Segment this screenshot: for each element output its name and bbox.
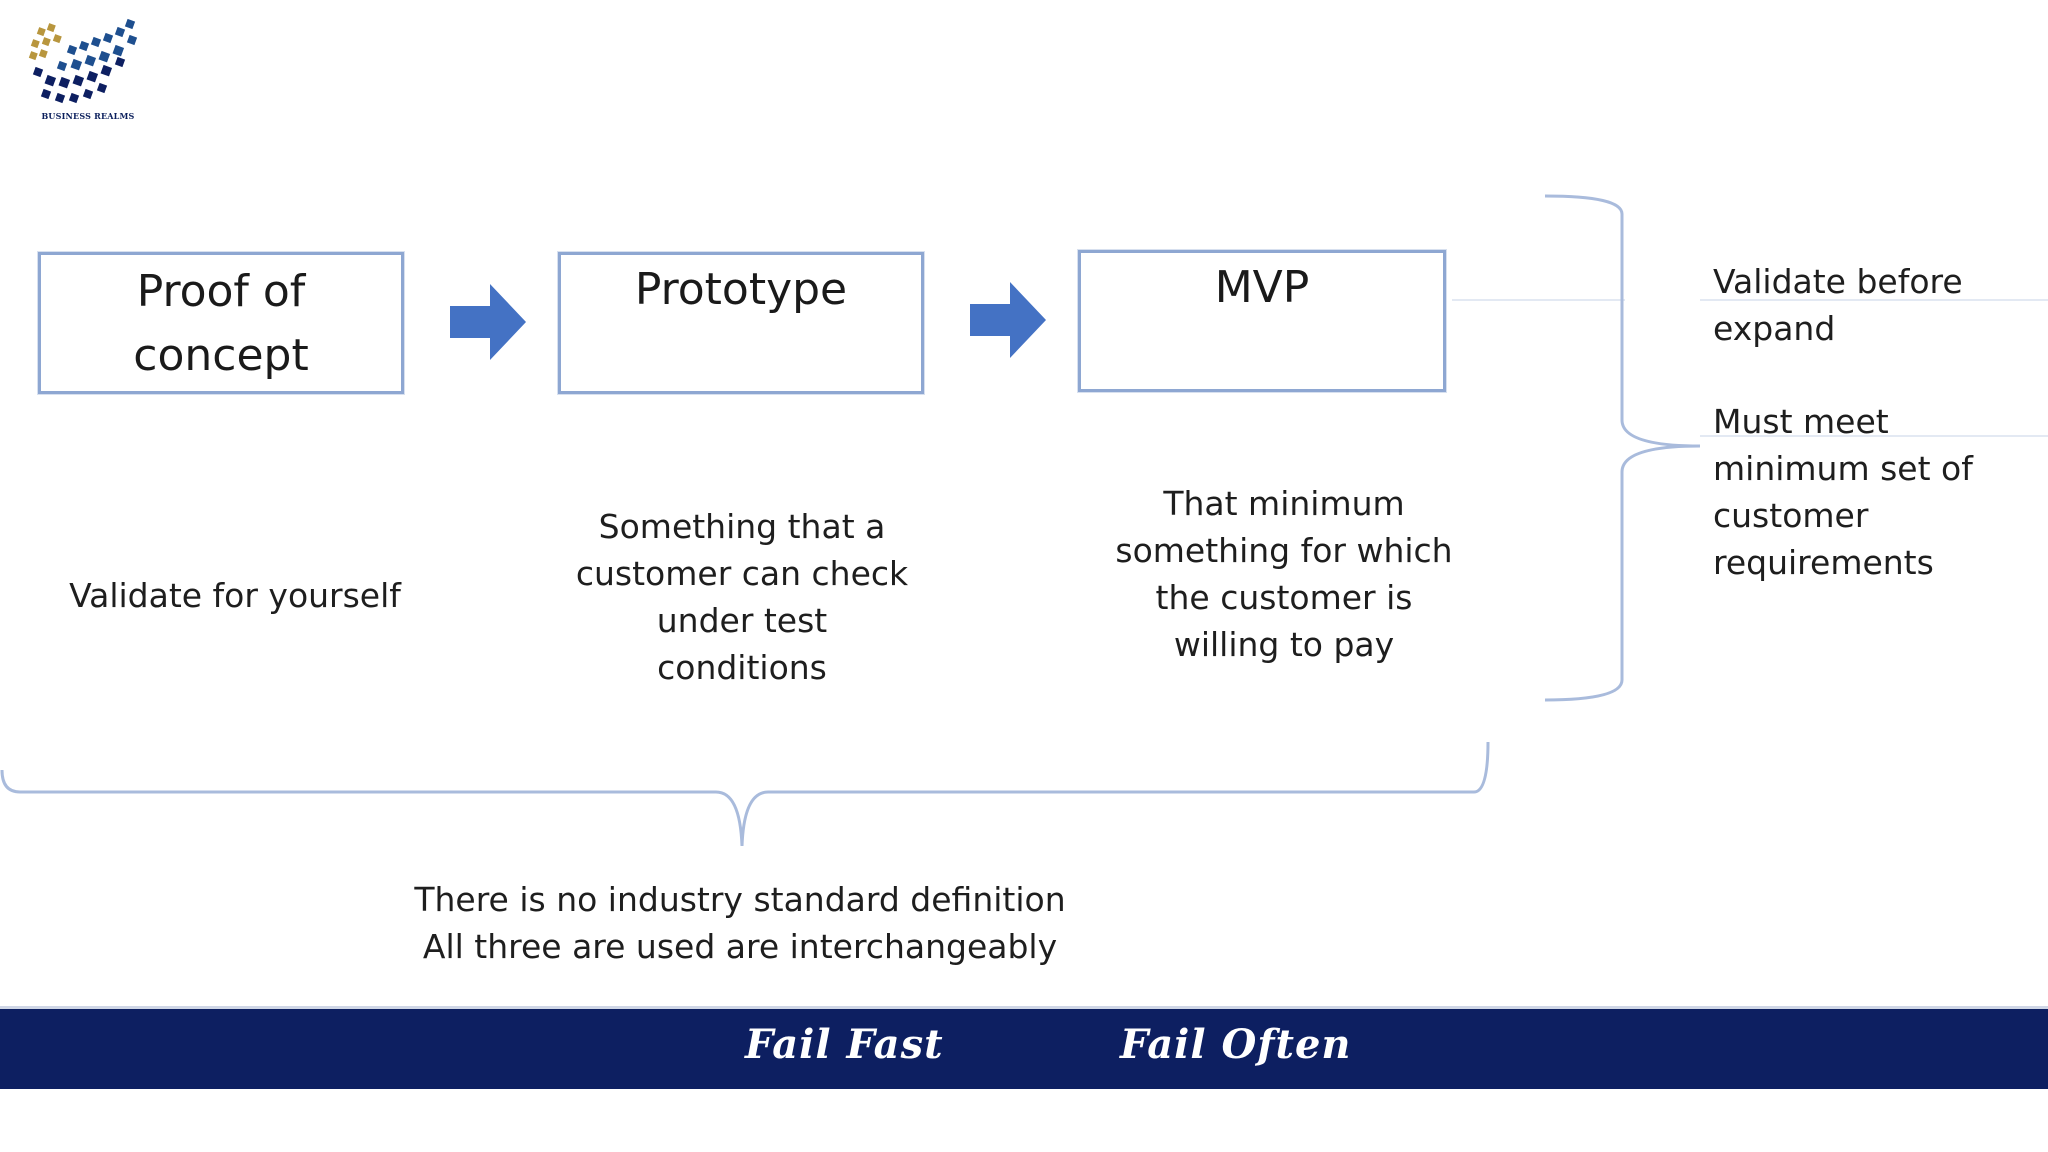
bottom-curly-bracket [0, 741, 1490, 847]
side-note-line: customer [1713, 496, 1869, 535]
right-arrow-icon [968, 280, 1048, 360]
stage-box-mvp: MVP [1078, 250, 1446, 392]
fail-fast-banner: Fail Fast Fail Often [0, 1006, 2048, 1089]
side-note-validate-before-expand: Validate before expand [1713, 258, 2033, 352]
side-note-line: minimum set of [1713, 449, 1973, 488]
globe-logo-icon [28, 18, 138, 104]
side-note-line: Must meet [1713, 402, 1889, 441]
stage-title-line: Proof of [136, 266, 306, 317]
right-curly-bracket [1544, 194, 1701, 702]
side-note-line: Validate before [1713, 262, 1963, 301]
footnote-line: There is no industry standard definition [414, 880, 1066, 919]
footnote: There is no industry standard definition… [340, 876, 1140, 970]
stage-title-line: concept [133, 330, 309, 381]
stage-title-line: Prototype [634, 264, 848, 315]
description-line: the customer is [1155, 578, 1413, 617]
footnote-line: All three are used are interchangeably [422, 927, 1058, 966]
banner-text-fail-fast: Fail Fast [745, 1021, 944, 1068]
stage-description-proof-of-concept: Validate for yourself [40, 572, 430, 619]
banner-text-fail-often: Fail Often [1120, 1021, 1352, 1068]
description-line: under test [656, 601, 828, 640]
stage-box-proof-of-concept: Proof of concept [38, 252, 404, 394]
side-note-line: requirements [1713, 543, 1934, 582]
description-line: Validate for yourself [69, 576, 401, 615]
bottom-margin [0, 1089, 2048, 1152]
stage-title-line: MVP [1214, 262, 1310, 313]
side-note-customer-requirements: Must meet minimum set of customer requir… [1713, 398, 2033, 586]
description-line: something for which [1115, 531, 1453, 570]
description-line: Something that a [598, 507, 886, 546]
stage-box-prototype: Prototype [558, 252, 924, 394]
description-line: willing to pay [1173, 625, 1395, 664]
right-arrow-icon [448, 282, 528, 362]
description-line: customer can check [575, 554, 909, 593]
description-line: That minimum [1163, 484, 1405, 523]
stage-description-prototype: Something that a customer can check unde… [542, 503, 942, 691]
side-note-line: expand [1713, 309, 1836, 348]
stage-description-mvp: That minimum something for which the cus… [1084, 480, 1484, 668]
logo-wordmark: BUSINESS REALMS [41, 111, 135, 121]
description-line: conditions [657, 648, 827, 687]
business-realms-logo: BUSINESS REALMS [28, 18, 148, 130]
